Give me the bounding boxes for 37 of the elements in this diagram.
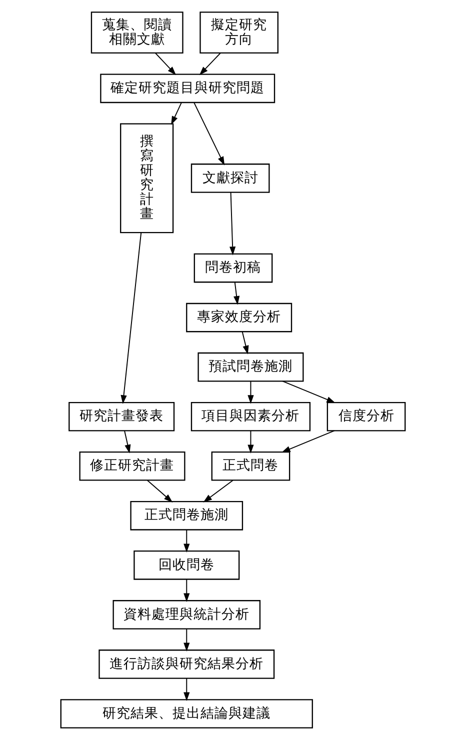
node-box: 確定研究題目與研究問題 bbox=[100, 74, 276, 104]
node-box: 擬定研究方向 bbox=[200, 12, 278, 54]
node-box: 文獻探討 bbox=[190, 164, 270, 193]
node-box: 信度分析 bbox=[326, 402, 406, 432]
node-box: 研究結果、提出結論與建議 bbox=[60, 699, 313, 728]
node-box: 回收問卷 bbox=[134, 550, 240, 580]
node-box: 專家效度分析 bbox=[186, 302, 292, 332]
arrow bbox=[248, 380, 254, 404]
node-box: 問卷初稿 bbox=[194, 253, 273, 283]
arrow bbox=[154, 52, 176, 76]
arrow bbox=[203, 480, 234, 502]
arrow bbox=[184, 578, 190, 602]
node-box: 正式問卷 bbox=[211, 451, 290, 481]
arrow bbox=[184, 628, 190, 652]
arrow bbox=[120, 232, 142, 404]
node-box: 正式問卷施測 bbox=[130, 501, 244, 530]
node-box: 修正研究計畫 bbox=[79, 451, 186, 481]
node-box: 資料處理與統計分析 bbox=[112, 600, 261, 630]
arrow bbox=[184, 678, 190, 702]
arrow bbox=[194, 102, 225, 166]
node-box: 撰寫研究計畫 bbox=[120, 123, 174, 234]
arrow bbox=[146, 480, 173, 502]
arrow bbox=[248, 430, 254, 454]
arrow bbox=[184, 529, 190, 552]
node-box: 進行訪談與研究結果分析 bbox=[98, 650, 275, 679]
arrow bbox=[199, 52, 221, 76]
node-box: 預試問卷施測 bbox=[198, 352, 304, 382]
node-box: 項目與因素分析 bbox=[190, 402, 311, 432]
arrow bbox=[282, 430, 335, 452]
arrow bbox=[242, 331, 249, 354]
arrow bbox=[234, 282, 240, 305]
arrow bbox=[171, 102, 182, 125]
node-box: 研究計畫發表 bbox=[68, 402, 175, 432]
node-box: 蒐集、閱讀相關文獻 bbox=[90, 12, 184, 54]
arrow bbox=[282, 380, 336, 403]
arrow bbox=[230, 192, 236, 256]
arrow bbox=[124, 430, 131, 454]
